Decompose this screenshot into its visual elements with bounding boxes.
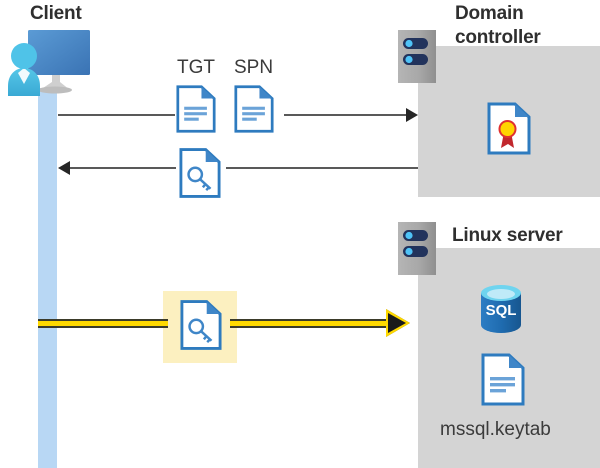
domain-controller-title: Domain controller bbox=[455, 2, 595, 50]
message-1-line-right bbox=[284, 114, 407, 116]
sql-database-icon: SQL bbox=[479, 285, 523, 338]
client-title: Client bbox=[30, 3, 82, 24]
domain-controller-title-line2: controller bbox=[455, 27, 541, 48]
message-2-arrowhead bbox=[58, 161, 70, 175]
spn-label: SPN bbox=[234, 57, 274, 78]
document-icon bbox=[234, 84, 274, 139]
client-computer-icon bbox=[6, 28, 92, 101]
key-document-icon bbox=[180, 299, 222, 356]
message-3-arrowhead bbox=[386, 309, 410, 337]
certificate-document-icon bbox=[487, 102, 531, 160]
message-1-arrowhead bbox=[406, 108, 418, 122]
document-icon bbox=[176, 84, 216, 139]
message-3-line-left bbox=[38, 319, 168, 328]
message-1-line-left bbox=[58, 114, 175, 116]
server-rack-icon bbox=[398, 222, 436, 280]
message-2-line-left bbox=[68, 167, 176, 169]
tgt-label: TGT bbox=[177, 57, 215, 78]
client-lifeline bbox=[38, 88, 57, 468]
message-3-line-right bbox=[230, 319, 390, 328]
message-2-line-right bbox=[226, 167, 418, 169]
sql-label: SQL bbox=[486, 302, 517, 319]
document-icon bbox=[481, 353, 525, 411]
server-rack-icon bbox=[398, 30, 436, 88]
domain-controller-title-line1: Domain bbox=[455, 3, 524, 24]
key-document-icon bbox=[179, 147, 221, 204]
keytab-filename-label: mssql.keytab bbox=[440, 419, 551, 440]
linux-server-title: Linux server bbox=[452, 225, 563, 246]
